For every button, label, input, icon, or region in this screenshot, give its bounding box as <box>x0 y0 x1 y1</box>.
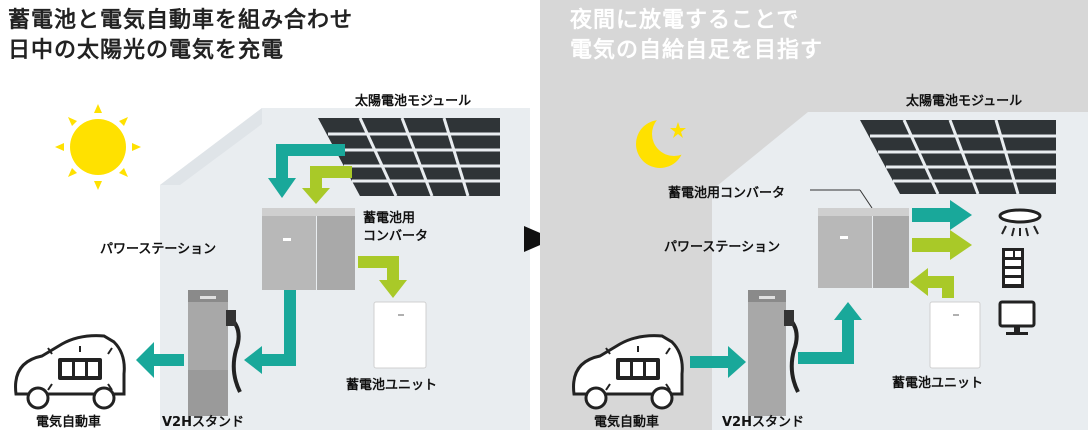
battery-to-station-arrow <box>910 268 954 298</box>
night-power-station-icon <box>818 208 909 288</box>
transition-arrow-icon <box>524 226 554 252</box>
ev-car-icon <box>14 334 126 410</box>
night-title: 夜間に放電することで 電気の自給自足を目指す <box>570 6 823 66</box>
appliance-icon <box>1002 248 1024 288</box>
night-ev-car-icon <box>572 334 684 410</box>
night-panel: 夜間に放電することで 電気の自給自足を目指す 太陽電池モジュール 蓄電池用コンバ… <box>540 0 1088 430</box>
v2h-to-station-arrow <box>798 302 862 364</box>
battery-unit-label: 蓄電池ユニット <box>346 378 438 393</box>
converter-to-battery-arrow <box>358 256 407 298</box>
battery-converter-label: 蓄電池用 コンバータ <box>363 210 428 246</box>
battery-converter-label-line1: 蓄電池用 <box>363 211 416 226</box>
daytime-scene <box>14 104 530 430</box>
night-battery-unit-label: 蓄電池ユニット <box>892 376 984 391</box>
night-power-station-label: パワーステーション <box>664 240 781 255</box>
night-solar-module-label: 太陽電池モジュール <box>906 94 1023 109</box>
night-title-line1: 夜間に放電することで <box>570 8 800 33</box>
daytime-title: 蓄電池と電気自動車を組み合わせ 日中の太陽光の電気を充電 <box>8 6 353 66</box>
daytime-title-line1: 蓄電池と電気自動車を組み合わせ <box>8 8 354 33</box>
station-to-light-arrow <box>912 200 972 230</box>
battery-unit-icon <box>373 301 427 369</box>
night-v2h-stand-label: V2Hスタンド <box>722 415 804 430</box>
night-title-line2: 電気の自給自足を目指す <box>570 38 824 63</box>
night-battery-unit-icon <box>929 301 981 369</box>
night-v2h-stand-icon <box>748 290 800 416</box>
night-ev-label: 電気自動車 <box>594 415 660 430</box>
converter-leader-line-2 <box>859 189 873 209</box>
solar-to-station-arrow <box>268 144 345 198</box>
monitor-icon <box>998 300 1036 335</box>
station-to-appliance-arrow <box>912 230 972 260</box>
battery-converter-label-line2: コンバータ <box>363 229 429 244</box>
station-to-car-arrow <box>136 290 296 378</box>
night-scene <box>572 112 1088 430</box>
sun-icon <box>55 104 141 190</box>
daytime-title-line2: 日中の太陽光の電気を充電 <box>8 38 285 63</box>
power-station-label: パワーステーション <box>100 242 217 257</box>
night-solar-panel-icon <box>860 119 1056 195</box>
moon-icon <box>636 112 696 168</box>
solar-to-converter-arrow <box>302 166 352 204</box>
solar-panel-icon <box>318 117 500 197</box>
v2h-stand-label: V2Hスタンド <box>162 415 244 430</box>
solar-module-label: 太陽電池モジュール <box>355 94 472 109</box>
v2h-stand-icon <box>188 290 242 416</box>
power-station-icon <box>262 208 355 290</box>
car-to-v2h-arrow <box>690 346 746 378</box>
daytime-panel: 蓄電池と電気自動車を組み合わせ 日中の太陽光の電気を充電 太陽電池モジュール パ… <box>0 0 530 430</box>
ceiling-light-icon <box>998 208 1042 237</box>
ev-label: 電気自動車 <box>36 415 102 430</box>
roof-edge <box>160 108 262 185</box>
night-battery-converter-label: 蓄電池用コンバータ <box>668 186 786 201</box>
